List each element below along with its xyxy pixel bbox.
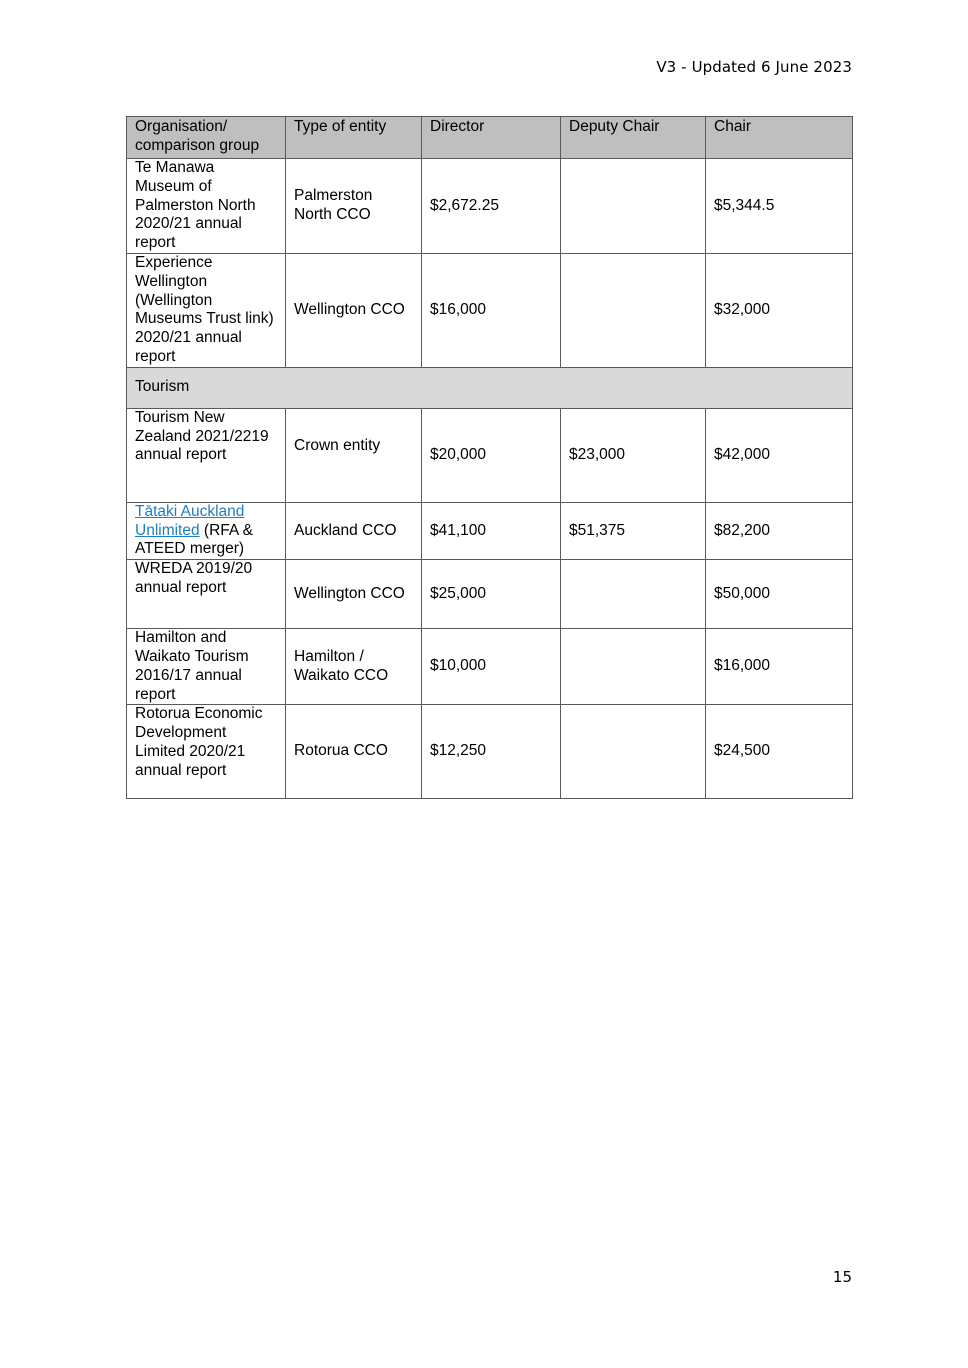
cell-organisation: Tourism New Zealand 2021/2219 annual rep… xyxy=(126,407,286,503)
cell-type: Wellington CCO xyxy=(285,252,422,368)
column-header-director: Director xyxy=(421,116,561,159)
cell-organisation: Te Manawa Museum of Palmerston North 202… xyxy=(126,158,286,254)
column-header-chair: Chair xyxy=(705,116,853,159)
column-header-deputy-chair: Deputy Chair xyxy=(560,116,706,159)
table-row: Hamilton and Waikato Tourism 2016/17 ann… xyxy=(126,628,853,706)
cell-director: $2,672.25 xyxy=(421,158,561,254)
section-label-tourism: Tourism xyxy=(126,366,853,409)
cell-organisation: Tātaki Auckland Unlimited (RFA & ATEED m… xyxy=(126,501,286,561)
cell-organisation: WREDA 2019/20 annual report xyxy=(126,559,286,630)
cell-chair: $50,000 xyxy=(705,559,853,630)
cell-chair: $5,344.5 xyxy=(705,158,853,254)
cell-type: Crown entity xyxy=(285,407,422,503)
tataki-auckland-link[interactable]: Tātaki Auckland Unlimited xyxy=(135,502,245,539)
cell-director: $25,000 xyxy=(421,559,561,630)
cell-type: Hamilton / Waikato CCO xyxy=(285,628,422,706)
cell-director: $41,100 xyxy=(421,501,561,561)
section-row-tourism: Tourism xyxy=(126,366,853,409)
cell-organisation: Rotorua Economic Development Limited 202… xyxy=(126,704,286,800)
cell-director: $16,000 xyxy=(421,252,561,368)
cell-deputy-chair xyxy=(560,704,706,800)
table-row: WREDA 2019/20 annual report Wellington C… xyxy=(126,559,853,630)
cell-chair: $16,000 xyxy=(705,628,853,706)
cell-type: Wellington CCO xyxy=(285,559,422,630)
column-header-organisation: Organisation/ comparison group xyxy=(126,116,286,159)
cell-deputy-chair xyxy=(560,158,706,254)
cell-deputy-chair xyxy=(560,559,706,630)
cell-deputy-chair xyxy=(560,252,706,368)
table-row: Te Manawa Museum of Palmerston North 202… xyxy=(126,158,853,254)
column-header-type: Type of entity xyxy=(285,116,422,159)
cell-director: $12,250 xyxy=(421,704,561,800)
cell-organisation: Experience Wellington (Wellington Museum… xyxy=(126,252,286,368)
cell-chair: $42,000 xyxy=(705,407,853,503)
table-row: Experience Wellington (Wellington Museum… xyxy=(126,252,853,368)
table-row: Tātaki Auckland Unlimited (RFA & ATEED m… xyxy=(126,501,853,561)
cell-director: $10,000 xyxy=(421,628,561,706)
cell-type: Rotorua CCO xyxy=(285,704,422,800)
table-row: Rotorua Economic Development Limited 202… xyxy=(126,704,853,800)
org-note: (RFA & ATEED merger) xyxy=(135,521,254,558)
board-fees-table: Organisation/ comparison group Type of e… xyxy=(126,116,853,800)
cell-chair: $32,000 xyxy=(705,252,853,368)
cell-deputy-chair xyxy=(560,628,706,706)
cell-chair: $24,500 xyxy=(705,704,853,800)
cell-deputy-chair: $51,375 xyxy=(560,501,706,561)
cell-director: $20,000 xyxy=(421,407,561,503)
cell-organisation: Hamilton and Waikato Tourism 2016/17 ann… xyxy=(126,628,286,706)
table-header-row: Organisation/ comparison group Type of e… xyxy=(126,116,853,159)
page-number: 15 xyxy=(832,1268,852,1286)
table-row: Tourism New Zealand 2021/2219 annual rep… xyxy=(126,407,853,503)
cell-deputy-chair: $23,000 xyxy=(560,407,706,503)
cell-type: Auckland CCO xyxy=(285,501,422,561)
cell-type: Palmerston North CCO xyxy=(285,158,422,254)
cell-chair: $82,200 xyxy=(705,501,853,561)
document-version-header: V3 - Updated 6 June 2023 xyxy=(656,58,852,76)
